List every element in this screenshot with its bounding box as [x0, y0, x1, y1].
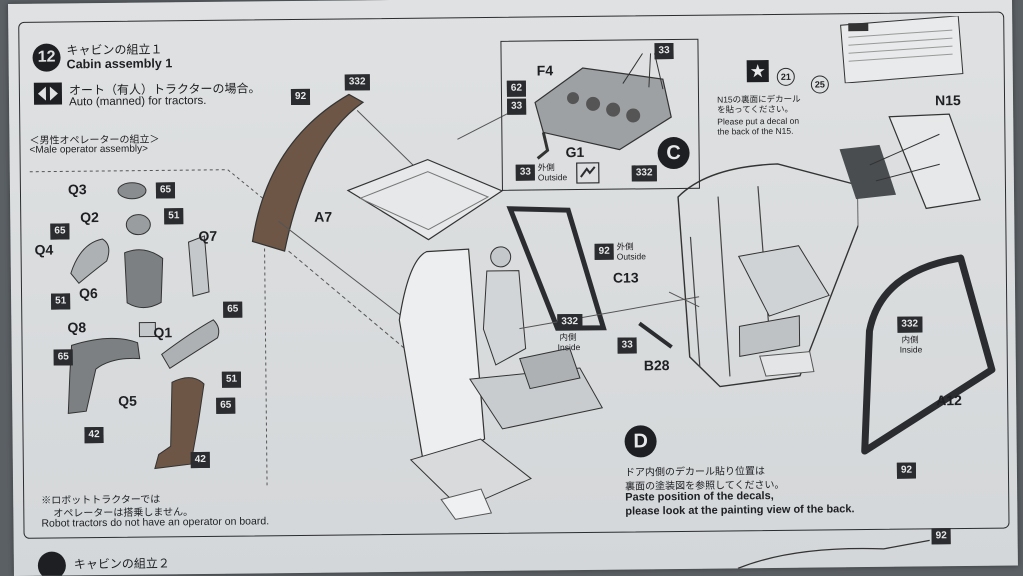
- inset-c-badge: C: [657, 136, 690, 170]
- door-a12-illustration: [861, 254, 996, 455]
- paint-42: 42: [84, 427, 104, 444]
- part-label-b28: B28: [643, 357, 670, 374]
- next-step-number: [37, 551, 67, 576]
- paint-332: 332: [557, 314, 583, 331]
- cabin-assembly-illustration: [251, 93, 860, 520]
- paint-92: 92: [290, 88, 311, 106]
- part-label-q3: Q3: [67, 181, 87, 198]
- flip-part-icon: [576, 162, 600, 184]
- decal-sheet-illustration: [840, 15, 964, 84]
- paint-33: 33: [617, 337, 637, 354]
- step-number: 12: [32, 43, 61, 72]
- outside-label-en: Outside: [537, 172, 568, 183]
- part-label-q5: Q5: [118, 392, 137, 409]
- paint-33: 33: [507, 98, 527, 115]
- decal-number-21: 21: [776, 67, 795, 86]
- paint-65: 65: [50, 223, 70, 240]
- part-label-g1: G1: [565, 143, 585, 161]
- part-label-q2: Q2: [80, 209, 100, 226]
- outside-label-ja: 外側: [616, 241, 634, 252]
- paint-92: 92: [931, 528, 951, 545]
- paint-33: 33: [654, 43, 674, 60]
- part-label-a12: A12: [936, 392, 962, 409]
- operator-dashed-outline: [29, 169, 268, 486]
- part-label-f4: F4: [536, 62, 554, 79]
- part-label-q8: Q8: [67, 319, 87, 336]
- paint-332: 332: [897, 316, 923, 333]
- next-step-illustration: [737, 539, 930, 569]
- step-title-en: Cabin assembly 1: [66, 56, 173, 72]
- auto-note-en: Auto (manned) for tractors.: [68, 94, 207, 109]
- operator-parts-illustration: [67, 182, 220, 470]
- inside-label-en: Inside: [899, 344, 923, 355]
- paint-65: 65: [216, 397, 236, 414]
- inside-label-ja: 内側: [559, 332, 577, 343]
- robot-note-en: Robot tractors do not have an operator o…: [41, 515, 270, 530]
- note-d-badge: D: [624, 425, 657, 458]
- paint-51: 51: [51, 293, 71, 310]
- part-label-q6: Q6: [78, 285, 98, 302]
- n15-panel-illustration: [839, 113, 981, 210]
- operator-heading-en: <Male operator assembly>: [29, 143, 148, 156]
- paint-92: 92: [594, 243, 614, 260]
- decal-number-25: 25: [810, 75, 829, 94]
- paint-332: 332: [631, 165, 657, 182]
- part-label-a7: A7: [314, 208, 333, 225]
- outside-label-ja: 外側: [537, 162, 555, 173]
- decal-note-en-2: the back of the N15.: [717, 125, 794, 137]
- inside-label-ja: 内側: [901, 334, 919, 345]
- note-d-en-1: Paste position of the decals,: [625, 490, 774, 504]
- instruction-sheet: 12 キャビンの組立１ Cabin assembly 1 オート（有人）トラクタ…: [8, 0, 1018, 576]
- auto-manned-icon: [33, 82, 63, 105]
- part-label-q1: Q1: [153, 324, 173, 341]
- part-label-c13: C13: [612, 269, 639, 286]
- paint-92: 92: [896, 462, 917, 479]
- paint-65: 65: [155, 182, 176, 199]
- note-d-en-2: please look at the painting view of the …: [625, 503, 855, 518]
- inside-label-en: Inside: [557, 342, 581, 353]
- decal-note-ja-2: を貼ってください。: [717, 103, 794, 115]
- paint-51: 51: [164, 208, 184, 225]
- inset-c-illustration: [534, 53, 672, 160]
- part-label-q7: Q7: [198, 227, 218, 245]
- paint-65: 65: [53, 349, 73, 366]
- star-icon: ★: [746, 60, 769, 83]
- paint-33: 33: [515, 164, 536, 181]
- paint-51: 51: [221, 371, 242, 388]
- part-label-q4: Q4: [34, 241, 54, 258]
- paint-62: 62: [506, 80, 527, 97]
- paint-332: 332: [344, 74, 370, 91]
- paint-42: 42: [190, 451, 210, 469]
- outside-label-en: Outside: [616, 251, 647, 262]
